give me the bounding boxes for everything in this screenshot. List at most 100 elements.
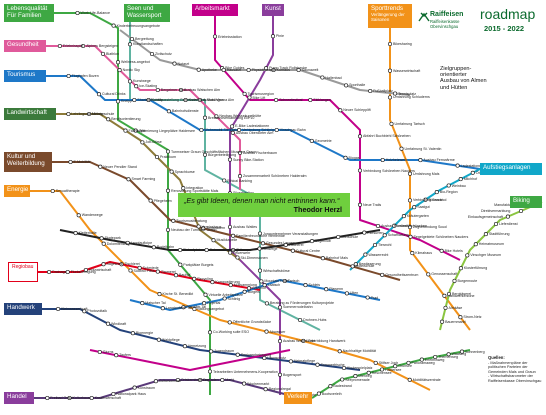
station-marker [442,293,447,298]
station-label: Verbindung Schlinig [242,128,274,132]
station-label: Bikesharing [393,42,412,46]
station-marker [201,226,206,231]
station-label: Geometrie [314,138,332,143]
station-marker [82,309,87,314]
station-label: Sommerrodelbahn [283,305,313,310]
station-marker [341,365,347,371]
station-label: Uferweg [358,374,372,379]
station-marker [316,391,321,396]
station-label: Laatsch [267,283,281,288]
station-label: Skitouren [236,248,252,252]
station-marker [433,354,438,360]
station-marker [458,315,463,320]
station-marker [458,266,463,271]
station-label: Freibad Graun [50,396,74,400]
station-marker [446,183,451,188]
station-label: Prad [370,295,379,300]
station-marker [368,88,373,94]
station-label: Bildungsangebot [197,307,225,311]
station-label: Wanderwege [81,213,103,218]
station-label: Kunstausstellung Gemeinden [151,98,199,102]
station-marker [157,292,162,297]
station-label: Bootsverleih [321,391,342,396]
station-marker [465,253,470,258]
station-marker [372,242,378,248]
station-label: Smart Farming [131,177,156,182]
station-label: Vinschgau Bahn [279,128,306,132]
station-marker [140,140,145,145]
station-marker [242,289,247,294]
station-label: Beratung zu Förderungen Kulturprojekte [269,301,335,306]
category-label: Verkehr [287,393,309,400]
station-marker [387,41,393,47]
metro-line-7 [52,161,401,281]
station-marker [338,108,343,113]
station-label: Sonnenberg [465,349,485,354]
station-label: Pinie [276,34,284,39]
station-label: Pump Track Rollstrecke [269,66,308,71]
station-label: Sporthalle [349,83,366,88]
station-marker [419,357,424,362]
station-label: Hausarzt [226,68,242,72]
category-landwirtschaft: Landwirtschaft [4,108,56,120]
station-marker [408,234,413,239]
station-label: Praktikum [160,155,176,159]
station-label: Ausbau Flowtrail Schöneben [381,224,427,228]
station-marker [455,163,460,168]
station-marker [423,197,428,202]
station-label: Ausbau Watschen Alm [184,88,221,92]
station-label: Skatepark [104,236,121,241]
station-label: Schlinig [227,296,241,301]
station-marker [166,109,171,114]
station-marker [344,83,349,88]
station-label: Ethical Banking [227,178,252,183]
station-label: Alpines Bergsteigen [86,44,119,48]
station-marker [274,97,279,103]
station-marker [155,269,160,274]
station-marker [357,168,363,173]
station-marker [151,245,156,250]
category-label: Regiobau [12,264,34,270]
station-label: Kinderbetreuungsangebote [116,23,160,28]
station-marker [336,234,341,240]
sources-note: Quellen: - Maßnahmenpläne der politische… [488,355,544,384]
station-label: Wellness-angebot [121,60,150,65]
station-label: Work-Life-Balance [80,11,111,15]
station-marker [230,130,235,135]
station-marker [380,272,385,277]
station-marker [203,292,208,297]
station-label: Manufaktur [494,203,513,208]
station-label: Langlaufloipe [130,240,153,245]
station-label: Kneipp [121,99,133,104]
station-label: Wasserwirtschaft [393,68,421,73]
station-marker [160,306,165,311]
station-marker [271,67,276,73]
station-marker [440,319,445,324]
station-label: Sharing Mobility [137,98,163,102]
station-label: Erlebnisweg [424,357,445,362]
station-label: Rojental [207,301,221,306]
station-label: Tennisplatz [398,91,417,96]
station-label: Abwasser [269,329,286,334]
station-marker [483,232,488,237]
station-label: Kompostierung [215,280,240,285]
station-label: Biogas [348,155,360,160]
station-marker [146,97,151,103]
station-label: Mobilitätszentrale [412,377,441,382]
station-label: Öffentliche Grundstücke [232,320,272,325]
station-marker [101,262,106,267]
station-label: Bewässerung [358,262,381,267]
station-marker [100,51,106,56]
station-marker [50,188,55,194]
category-biking: Biking [510,196,542,208]
station-marker [363,252,368,257]
station-marker [228,250,233,255]
station-marker [290,248,295,253]
station-label: Neuer Schlepplift [343,108,371,113]
category-aufstiegsanlagen: Aufstiegsanlagen [480,163,542,175]
station-marker [220,377,225,383]
station-label: Neuer Pendler Stand [103,164,137,169]
station-label: Pflegeheim [153,198,172,203]
station-marker [309,138,314,143]
station-label: Kunsthaus Stablingen [188,98,224,102]
